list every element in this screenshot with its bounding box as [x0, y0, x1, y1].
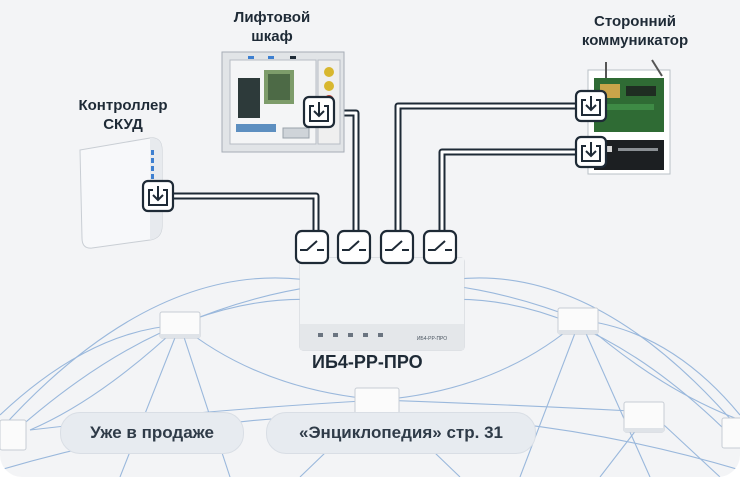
mesh-device-box-center — [354, 387, 400, 415]
download-arrow-icon — [302, 95, 336, 129]
on-sale-badge[interactable]: Уже в продаже — [60, 412, 244, 454]
controller-skud-label: Контроллер СКУД — [78, 97, 168, 133]
mesh-device-box-edge-left — [0, 419, 27, 451]
controller-skud-device — [79, 137, 163, 249]
main-unit-box — [299, 257, 465, 351]
mesh-device-box-edge-right — [721, 417, 740, 449]
main-unit-label: ИБ4-РР-ПРО — [312, 352, 423, 372]
mesh-device-box-left — [159, 311, 201, 339]
encyclopedia-badge[interactable]: «Энциклопедия» стр. 31 — [266, 412, 536, 454]
switch-relay-icon — [379, 229, 415, 265]
download-arrow-icon — [574, 135, 608, 169]
switch-relay-icon — [422, 229, 458, 265]
download-arrow-icon — [574, 89, 608, 123]
switch-relay-icon — [294, 229, 330, 265]
mesh-device-box-bottom-right — [623, 401, 665, 433]
main-unit-panel-text: ИБ4-РР-ПРО — [417, 336, 447, 342]
download-arrow-icon — [141, 179, 175, 213]
elevator-cabinet-label: Лифтовой шкаф — [233, 9, 311, 45]
mesh-device-box-right — [557, 307, 599, 335]
switch-relay-icon — [336, 229, 372, 265]
communicator-label: Сторонний коммуникатор — [581, 13, 689, 49]
